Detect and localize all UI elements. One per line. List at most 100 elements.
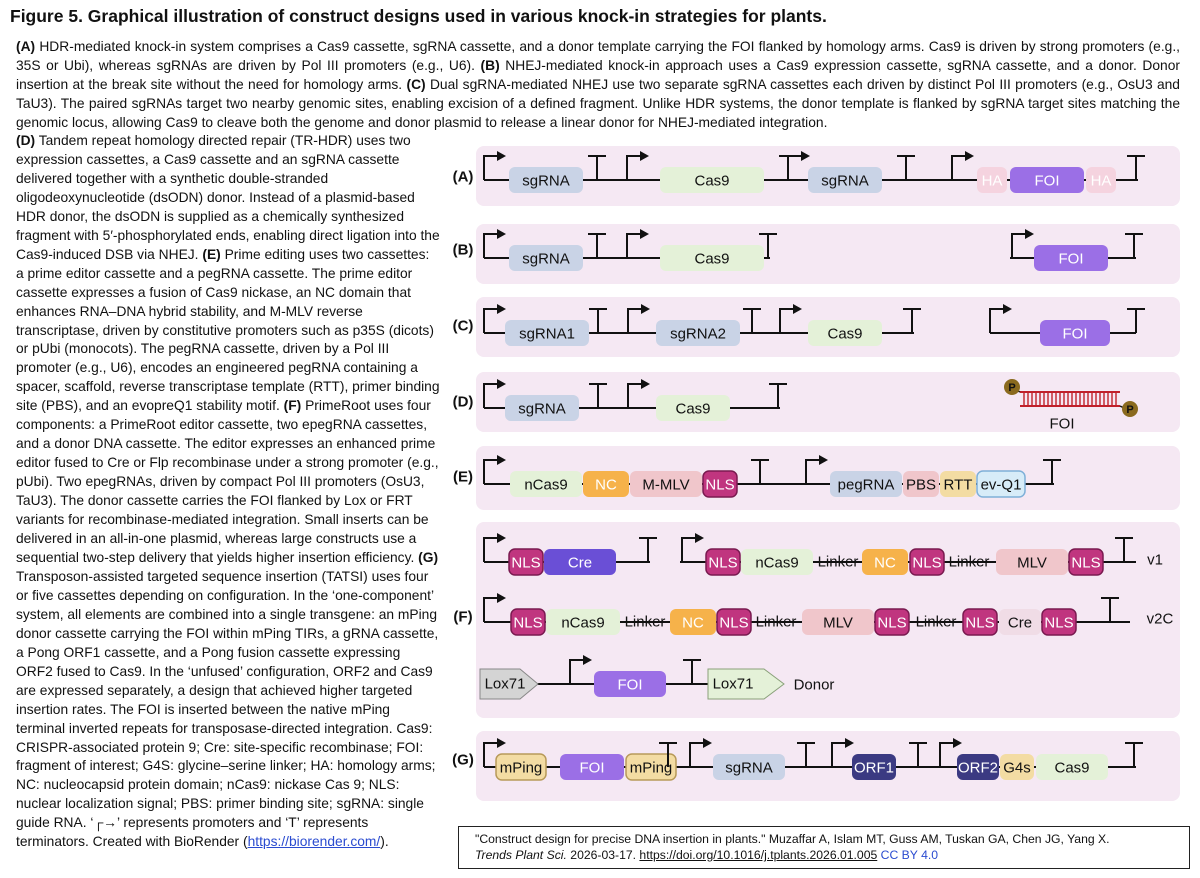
caption-text: ). (380, 834, 389, 850)
part-label: HA (982, 173, 1003, 190)
citation-quote: "Construct design for precise DNA insert… (475, 832, 1110, 846)
part-box (1041, 608, 1077, 636)
part-box (594, 671, 666, 697)
part-box (510, 471, 582, 497)
part-box (625, 753, 677, 781)
promoter-icon (627, 308, 644, 333)
part-box (630, 471, 702, 497)
part-label: NLS (513, 615, 542, 632)
part-label: NLS (511, 555, 540, 572)
panel-background (476, 731, 1180, 801)
part-label: FOI (580, 760, 605, 777)
part-label: FOI (1063, 326, 1088, 343)
part-box (802, 609, 874, 635)
doi-link[interactable]: https://doi.org/10.1016/j.tplants.2026.0… (639, 848, 878, 862)
promoter-icon (939, 742, 956, 767)
part-label: mPing (500, 760, 543, 777)
part-box (874, 608, 910, 636)
part-box (976, 470, 1026, 498)
caption-text: PrimeRoot uses four components: a PrimeR… (16, 398, 439, 565)
part-box (1010, 167, 1084, 193)
promoter-arrow-icon (1025, 229, 1034, 239)
caption-text: Prime editing uses two cassettes: a prim… (16, 246, 440, 414)
citation-journal: Trends Plant Sci. (475, 848, 567, 862)
part-box (1040, 320, 1110, 346)
promoter-arrow-icon (583, 655, 592, 665)
promoter-icon (951, 155, 968, 180)
promoter-arrow-icon (845, 738, 854, 748)
promoter-arrow-icon (497, 304, 506, 314)
caption-panel-label: (E) (202, 246, 221, 262)
promoter-arrow-icon (1003, 304, 1012, 314)
promoter-arrow-icon (819, 455, 828, 465)
part-box (544, 549, 616, 575)
part-label: Cas9 (694, 173, 729, 190)
lox-site-icon (479, 668, 539, 700)
caption-text: Tandem repeat homology directed repair (… (16, 133, 440, 262)
promoter-icon (483, 308, 500, 333)
panel-label: (C) (453, 318, 474, 335)
part-box (1036, 754, 1108, 780)
part-box (999, 609, 1041, 635)
part-box (977, 167, 1007, 193)
part-label: NLS (1071, 555, 1100, 572)
part-label: ORF1 (854, 760, 894, 777)
part-label: NC (682, 615, 704, 632)
dsodn-label: FOI (1050, 416, 1075, 433)
promoter-icon (681, 537, 698, 562)
part-label: Cas9 (694, 251, 729, 268)
license-link[interactable]: CC BY 4.0 (880, 848, 939, 862)
part-label: FOI (1035, 173, 1060, 190)
part-label: Cas9 (827, 326, 862, 343)
part-label: sgRNA2 (670, 326, 726, 343)
part-label: Cas9 (1054, 760, 1089, 777)
promoter-arrow-icon (497, 533, 506, 543)
panel-label: (D) (453, 394, 474, 411)
promoter-icon (787, 155, 804, 180)
part-label: Lox71 (485, 676, 526, 693)
promoter-icon (483, 537, 500, 562)
panel-background (476, 224, 1180, 284)
part-box (505, 320, 589, 346)
part-box (670, 609, 716, 635)
panel-label: (E) (453, 469, 473, 486)
promoter-icon (569, 659, 586, 684)
promoter-arrow-icon (793, 304, 802, 314)
caption-panel-label: (A) (16, 39, 36, 54)
part-box (656, 320, 740, 346)
part-box (1086, 167, 1116, 193)
promoter-arrow-icon (695, 533, 704, 543)
part-label: RTT (944, 477, 973, 494)
part-label: M-MLV (642, 477, 689, 494)
caption-panel-label: (C) (406, 77, 426, 92)
part-label: Cre (568, 555, 592, 572)
part-box (852, 754, 896, 780)
promoter-icon (483, 155, 500, 180)
biorender-link[interactable]: https://biorender.com/ (247, 834, 381, 850)
part-box (1034, 245, 1108, 271)
promoter-arrow-icon (953, 738, 962, 748)
part-label: nCas9 (755, 555, 798, 572)
part-label: sgRNA (522, 173, 570, 190)
phosphate-link (1011, 387, 1021, 393)
caption-panel-label: (G) (418, 549, 439, 565)
figure-title: Figure 5. Graphical illustration of cons… (10, 6, 827, 26)
promoter-arrow-icon (497, 379, 506, 389)
part-box (713, 754, 785, 780)
phosphate-label: P (1008, 382, 1015, 394)
part-label: FOI (1059, 251, 1084, 268)
part-label: sgRNA (821, 173, 869, 190)
caption-text: HDR-mediated knock-in system comprises a… (16, 39, 1180, 73)
promoter-icon (989, 308, 1006, 333)
part-box (862, 549, 908, 575)
part-label: PBS (906, 477, 936, 494)
promoter-arrow-icon (640, 229, 649, 239)
promoter-icon (483, 742, 500, 767)
part-label: NLS (708, 555, 737, 572)
part-label: NC (595, 477, 617, 494)
part-box (510, 608, 546, 636)
panel-label: (A) (453, 169, 474, 186)
part-label: NLS (965, 615, 994, 632)
panel-label: (B) (453, 242, 474, 259)
part-box (509, 167, 583, 193)
